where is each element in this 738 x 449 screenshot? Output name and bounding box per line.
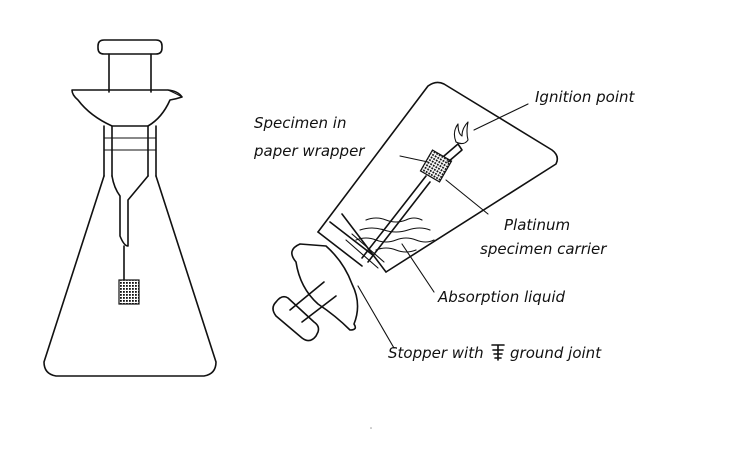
- absorption-liquid-surface: [355, 217, 435, 253]
- upright-flask: [43, 39, 217, 377]
- tilted-specimen-mesh: [419, 149, 453, 183]
- flask-neck-joint: [103, 125, 157, 177]
- tilted-flask-body: [317, 81, 559, 273]
- label-stopper-suffix: ground joint: [510, 344, 602, 362]
- ground-joint-icon: [491, 344, 505, 361]
- stopper-knob: [97, 39, 163, 55]
- joint-band: [103, 137, 157, 151]
- leader-stopper: [357, 285, 395, 349]
- stopper-stem: [108, 53, 152, 93]
- funnel-lip: [167, 89, 183, 98]
- flask-body: [43, 175, 217, 377]
- tilted-joint-band: [345, 233, 385, 269]
- leader-lines: [357, 103, 529, 349]
- tilted-stopper-knob: [272, 295, 320, 342]
- tilted-stopper-stem: [289, 281, 337, 323]
- paper-wrapper-tip: [443, 143, 463, 163]
- stopper-tip: [111, 175, 149, 247]
- flame-icon: [453, 121, 469, 145]
- label-ignition-point: Ignition point: [535, 88, 635, 106]
- labels: Ignition point Specimen in paper wrapper…: [253, 88, 635, 362]
- label-specimen-line2: paper wrapper: [253, 142, 365, 160]
- leader-platinum-carrier: [445, 179, 489, 215]
- tilted-funnel-cup: [291, 243, 359, 331]
- label-specimen-line1: Specimen in: [254, 114, 346, 132]
- leader-absorption-liquid: [401, 243, 435, 293]
- funnel-cup: [71, 89, 183, 127]
- tilted-flask: [272, 81, 559, 342]
- tilted-neck: [317, 213, 387, 273]
- label-platinum-line2: specimen carrier: [480, 240, 607, 258]
- leader-ignition-point: [473, 103, 529, 131]
- label-stopper-prefix: Stopper with: [388, 344, 484, 362]
- label-absorption-liquid: Absorption liquid: [437, 288, 565, 306]
- label-platinum-line1: Platinum: [504, 216, 570, 234]
- leader-specimen-wrapper: [399, 155, 429, 163]
- stray-mark: [370, 427, 372, 429]
- specimen-mesh: [118, 279, 140, 305]
- tilted-platinum-wire: [361, 175, 431, 263]
